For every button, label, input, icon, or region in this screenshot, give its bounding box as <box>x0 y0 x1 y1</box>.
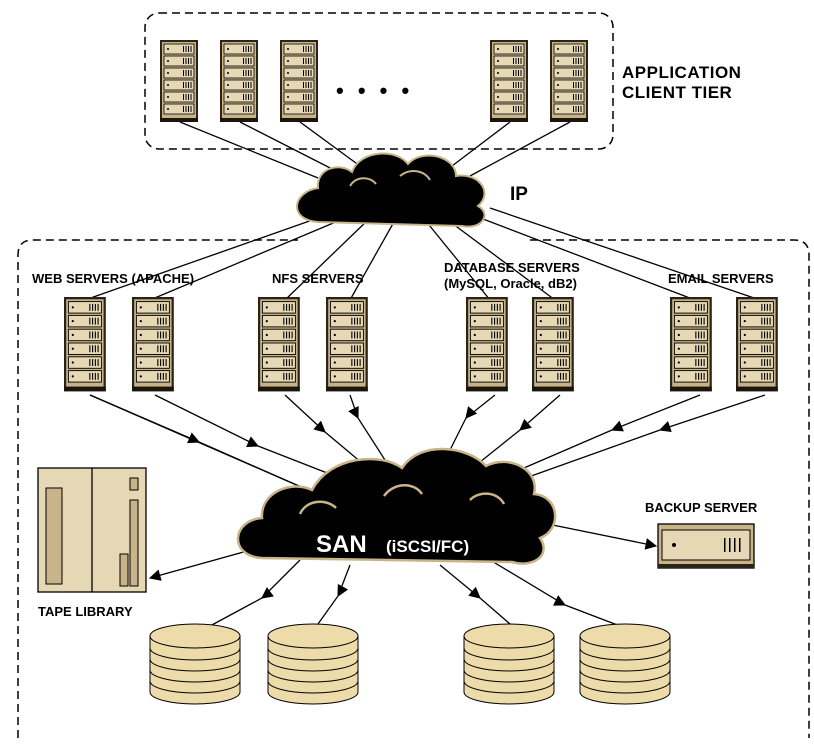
san-connections <box>89 394 766 491</box>
backup-server-icon <box>657 523 755 569</box>
client-connections <box>179 121 571 179</box>
ip-cloud-icon <box>296 152 486 228</box>
client-server-3 <box>280 40 318 122</box>
san-protocol-label: (iSCSI/FC) <box>386 537 469 556</box>
tape-library-icon <box>37 467 147 593</box>
ellipsis-text: • • • • <box>336 78 413 103</box>
nfs-servers-label: NFS SERVERS <box>272 271 364 286</box>
email-server-1 <box>670 297 712 391</box>
disk-stack-4 <box>579 623 671 705</box>
client-server-5 <box>550 40 588 122</box>
storage-connections <box>148 514 658 627</box>
db-servers-label-line1: DATABASE SERVERS <box>444 260 580 275</box>
ip-connections <box>84 207 761 301</box>
nfs-server-2 <box>326 297 368 391</box>
san-label: SAN <box>316 531 367 558</box>
nfs-servers <box>258 297 368 391</box>
email-server-2 <box>736 297 778 391</box>
client-server-2 <box>220 40 258 122</box>
ip-label: IP <box>510 184 528 205</box>
web-server-2 <box>132 297 174 391</box>
server-tier-box <box>17 239 810 738</box>
tape-library-label: TAPE LIBRARY <box>38 604 133 619</box>
disk-stack-2 <box>267 623 359 705</box>
storage-disks <box>149 623 671 705</box>
client-tier-box <box>144 12 614 150</box>
db-servers-label-line2: (MySQL, Oracle, dB2) <box>444 276 577 291</box>
disk-stack-1 <box>149 623 241 705</box>
web-servers <box>64 297 174 391</box>
disk-stack-3 <box>463 623 555 705</box>
client-tier-label-line2: CLIENT TIER <box>622 83 732 102</box>
web-server-1 <box>64 297 106 391</box>
email-servers-label: EMAIL SERVERS <box>668 271 774 286</box>
db-server-1 <box>466 297 508 391</box>
email-servers <box>670 297 778 391</box>
client-tier-label-line1: APPLICATION <box>622 63 741 82</box>
database-servers <box>466 297 574 391</box>
nfs-server-1 <box>258 297 300 391</box>
db-server-2 <box>532 297 574 391</box>
web-servers-label: WEB SERVERS (APACHE) <box>32 271 194 286</box>
client-server-1 <box>160 40 198 122</box>
client-server-4 <box>490 40 528 122</box>
backup-server-label: BACKUP SERVER <box>645 500 758 515</box>
san-cloud-icon <box>236 447 557 565</box>
